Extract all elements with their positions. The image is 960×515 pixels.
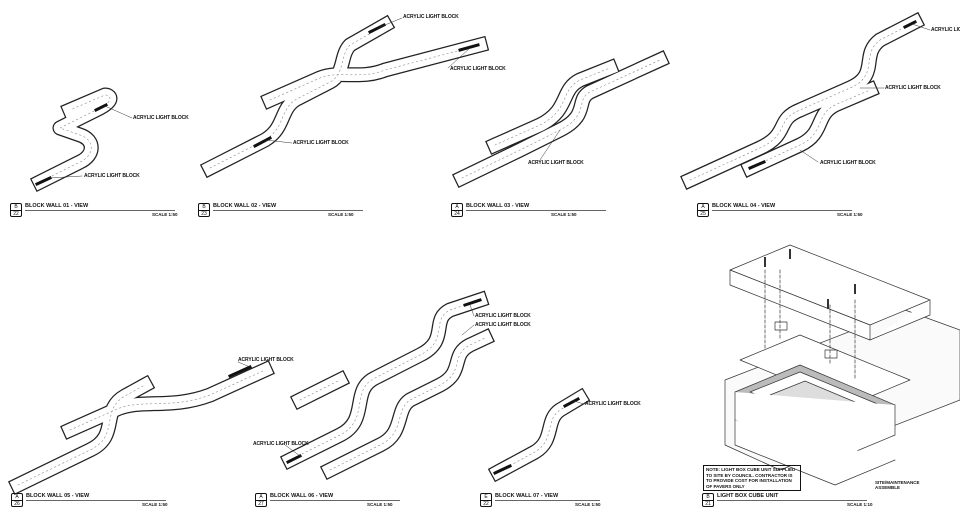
title-underline bbox=[495, 500, 600, 501]
callout-acrylic-light-block: ACRYLIC LIGHT BLOCK bbox=[820, 160, 876, 166]
view-title: BLOCK WALL 07 - VIEW bbox=[495, 493, 559, 499]
ref-number: 26 bbox=[14, 501, 20, 507]
view-title: BLOCK WALL 04 - VIEW bbox=[712, 203, 776, 209]
title-underline bbox=[25, 210, 175, 211]
callout-acrylic-light-block: ACRYLIC LIGHT BLOCK bbox=[885, 85, 941, 91]
ref-number: 22 bbox=[13, 211, 19, 217]
view-scale: SCALE 1:50 bbox=[837, 212, 863, 217]
title-underline bbox=[712, 210, 852, 211]
ref-number: 23 bbox=[201, 211, 207, 217]
view-title: BLOCK WALL 03 - VIEW bbox=[466, 203, 530, 209]
callout-acrylic-light-block: ACRYLIC LIGHT BLOCK bbox=[528, 160, 584, 166]
ref-number: 21 bbox=[705, 501, 711, 507]
ref-letter: B bbox=[11, 204, 21, 211]
view-title: BLOCK WALL 06 - VIEW bbox=[270, 493, 334, 499]
callout-acrylic-light-block: ACRYLIC LIGHT BLOCK bbox=[450, 66, 506, 72]
ref-letter: B bbox=[199, 204, 209, 211]
view-scale: SCALE 1:50 bbox=[551, 212, 577, 217]
view-title: BLOCK WALL 05 - VIEW bbox=[26, 493, 90, 499]
view-scale: SCALE 1:10 bbox=[847, 502, 873, 507]
view-scale: SCALE 1:50 bbox=[152, 212, 178, 217]
ref-letter: A bbox=[12, 494, 22, 501]
callout-acrylic-light-block: ACRYLIC LIGHT BLOCK bbox=[475, 313, 531, 319]
title-underline bbox=[717, 500, 867, 501]
ref-letter: B bbox=[703, 494, 713, 501]
title-underline bbox=[26, 500, 166, 501]
light-box-cube-exploded bbox=[724, 244, 960, 486]
title-underline bbox=[213, 210, 363, 211]
view-scale: SCALE 1:50 bbox=[367, 502, 393, 507]
view-scale: SCALE 1:50 bbox=[328, 212, 354, 217]
callout-acrylic-light-block: ACRYLIC LIGHT BLOCK bbox=[475, 322, 531, 328]
callout-acrylic-light-block: ACRYLIC LIGHT BLOCK bbox=[293, 140, 349, 146]
view-scale: SCALE 1:50 bbox=[142, 502, 168, 507]
callout-acrylic-light-block: ACRYLIC LIGHT BLOCK bbox=[253, 441, 309, 447]
site-maintenance-note: SITE/MAINTENANCE ASSEMBLE bbox=[875, 480, 920, 490]
callout-acrylic-light-block: ACRYLIC LIGHT BLOCK bbox=[403, 14, 459, 20]
ref-letter: A bbox=[698, 204, 708, 211]
light-box-note: NOTE: LIGHT BOX CUBE UNIT SUPPLIED TO SI… bbox=[703, 465, 801, 491]
ref-number: 27 bbox=[258, 501, 264, 507]
callout-acrylic-light-block: ACRYLIC LIGHT BLOCK bbox=[931, 27, 960, 33]
ref-number: 24 bbox=[454, 211, 460, 217]
ref-number: 25 bbox=[700, 211, 706, 217]
title-underline bbox=[270, 500, 400, 501]
ref-letter: A bbox=[256, 494, 266, 501]
callout-acrylic-light-block: ACRYLIC LIGHT BLOCK bbox=[238, 357, 294, 363]
callout-acrylic-light-block: ACRYLIC LIGHT BLOCK bbox=[585, 401, 641, 407]
view-title: LIGHT BOX CUBE UNIT bbox=[717, 493, 779, 499]
title-underline bbox=[466, 210, 606, 211]
ref-letter: A bbox=[452, 204, 462, 211]
acrylic-light-blocks bbox=[35, 19, 918, 475]
ref-letter: E bbox=[481, 494, 491, 501]
view-title: BLOCK WALL 02 - VIEW bbox=[213, 203, 277, 209]
ref-number: 22 bbox=[483, 501, 489, 507]
view-title: BLOCK WALL 01 - VIEW bbox=[25, 203, 89, 209]
callout-acrylic-light-block: ACRYLIC LIGHT BLOCK bbox=[84, 173, 140, 179]
callout-acrylic-light-block: ACRYLIC LIGHT BLOCK bbox=[133, 115, 189, 121]
view-scale: SCALE 1:50 bbox=[575, 502, 601, 507]
